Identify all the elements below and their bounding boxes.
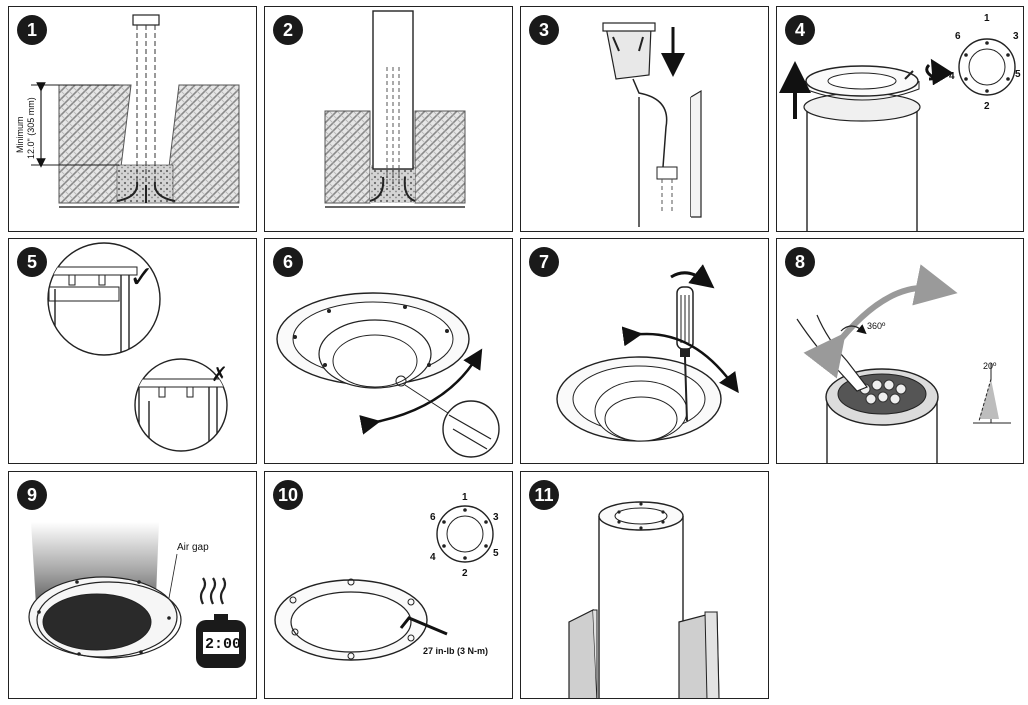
wrong-x-icon: ✗ (211, 364, 228, 386)
bolt-number-3: 3 (1013, 31, 1019, 42)
step-5-badge: 5 (17, 247, 47, 277)
step-10-badge: 10 (273, 480, 303, 510)
torque-bolt-number-2: 2 (462, 568, 468, 579)
step-2-badge: 2 (273, 15, 303, 45)
tilt-label: 20º (983, 361, 997, 371)
step-10-illustration: 1 2 3 4 5 6 27 in-lb (3 N-m) (274, 492, 499, 661)
step-6-illustration (276, 292, 500, 458)
torque-bolt-number-1: 1 (462, 492, 468, 503)
step-3-panel: 3 (520, 6, 769, 232)
step-10-panel: 10 1 2 3 4 5 6 27 in-lb (3 N-m) (264, 471, 513, 699)
step-7-badge: 7 (529, 247, 559, 277)
bolt-number-6: 6 (955, 31, 961, 42)
step-11-panel: 11 (520, 471, 769, 699)
step-4-illustration: 1 2 3 4 5 6 (779, 13, 1021, 231)
torque-bolt-number-6: 6 (430, 512, 436, 523)
bolt-number-5: 5 (1015, 69, 1021, 80)
step-1-badge: 1 (17, 15, 47, 45)
rotation-label: 360º (867, 321, 886, 331)
bolt-number-4: 4 (949, 71, 955, 82)
dimension-label-minimum: Minimum (15, 116, 25, 153)
torque-bolt-number-5: 5 (493, 548, 499, 559)
torque-bolt-number-4: 4 (430, 552, 436, 563)
step-9-illustration: Air gap 2:00 (28, 522, 246, 668)
step-4-badge: 4 (785, 15, 815, 45)
step-11-badge: 11 (529, 480, 559, 510)
bolt-number-2: 2 (984, 101, 990, 112)
bolt-number-1: 1 (984, 13, 990, 24)
step-3-illustration (602, 22, 702, 227)
step-7-illustration (556, 264, 739, 442)
correct-check-icon: ✓ (129, 261, 154, 294)
step-8-panel: 8 360º 20º (776, 238, 1024, 464)
step-4-panel: 4 1 2 3 4 5 6 (776, 6, 1024, 232)
torque-label: 27 in-lb (3 N-m) (423, 646, 488, 656)
step-9-panel: 9 Air gap 2:00 (8, 471, 257, 699)
step-11-illustration (568, 501, 720, 698)
step-1-panel: 1 Minimum 12.0" (305 mm) (8, 6, 257, 232)
dimension-label-value: 12.0" (305 mm) (26, 97, 36, 159)
step-8-badge: 8 (785, 247, 815, 277)
step-6-panel: 6 (264, 238, 513, 464)
step-9-badge: 9 (17, 480, 47, 510)
step-7-panel: 7 (520, 238, 769, 464)
step-3-badge: 3 (529, 15, 559, 45)
step-6-badge: 6 (273, 247, 303, 277)
step-5-illustration: ✓ ✗ (47, 242, 228, 452)
step-2-panel: 2 (264, 6, 513, 232)
step-1-illustration: Minimum 12.0" (305 mm) (15, 14, 240, 208)
air-gap-label: Air gap (177, 542, 209, 553)
step-2-illustration (324, 10, 466, 208)
step-5-panel: 5 ✓ ✗ (8, 238, 257, 464)
torque-bolt-number-3: 3 (493, 512, 499, 523)
step-8-illustration: 360º 20º (796, 264, 1011, 463)
timer-display: 2:00 (205, 636, 241, 653)
